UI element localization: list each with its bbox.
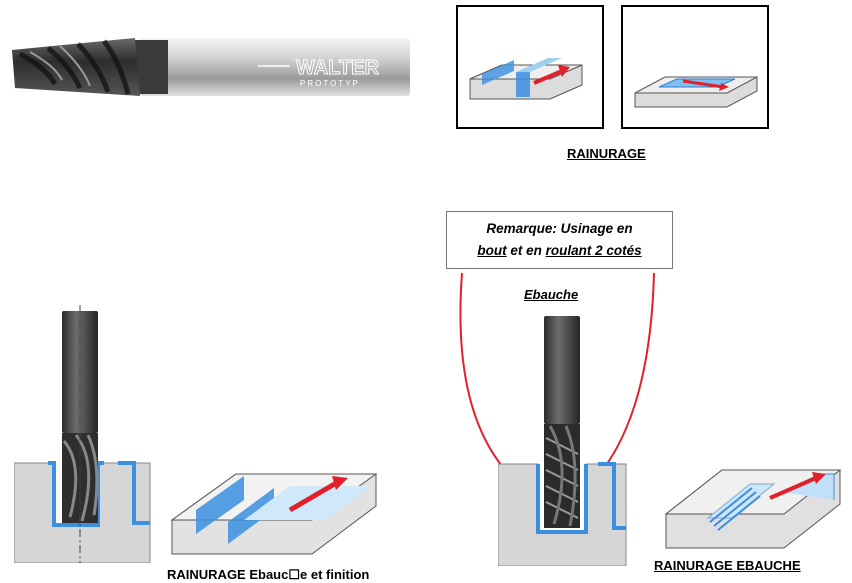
slot-frame-1 — [456, 5, 604, 129]
cutter-brand-text: WALTER — [296, 57, 380, 79]
roughing-slot-block — [664, 469, 842, 549]
end-mill-photo: WALTER PROTOTYP — [12, 38, 410, 96]
rainurage-caption: RAINURAGE — [567, 146, 646, 161]
note-et-en: et en — [506, 243, 546, 258]
roughing-tool-in-slot — [498, 316, 627, 566]
note-line-1: Remarque: Usinage en — [486, 221, 633, 236]
walter-logo: WALTER PROTOTYP — [258, 57, 380, 88]
remark-note-box: Remarque: Usinage en bout et en roulant … — [446, 211, 673, 269]
cutter-brand-sub-text: PROTOTYP — [300, 79, 360, 88]
slot-closed-illustration — [634, 76, 758, 108]
slot-frame-2 — [621, 5, 769, 129]
caption-roughing: RAINURAGE EBAUCHE — [654, 558, 801, 573]
slot-open-illustration — [469, 58, 583, 100]
note-bout: bout — [477, 243, 507, 258]
note-roulant: roulant 2 cotés — [545, 243, 642, 258]
finishing-tool-in-slot — [14, 305, 151, 563]
note-line-2: bout et en roulant 2 cotés — [447, 240, 672, 262]
caption-finishing: RAINURAGE Ebauc☐e et finition — [167, 567, 370, 582]
finishing-slot-block — [170, 473, 378, 555]
ebauche-title: Ebauche — [524, 287, 579, 302]
